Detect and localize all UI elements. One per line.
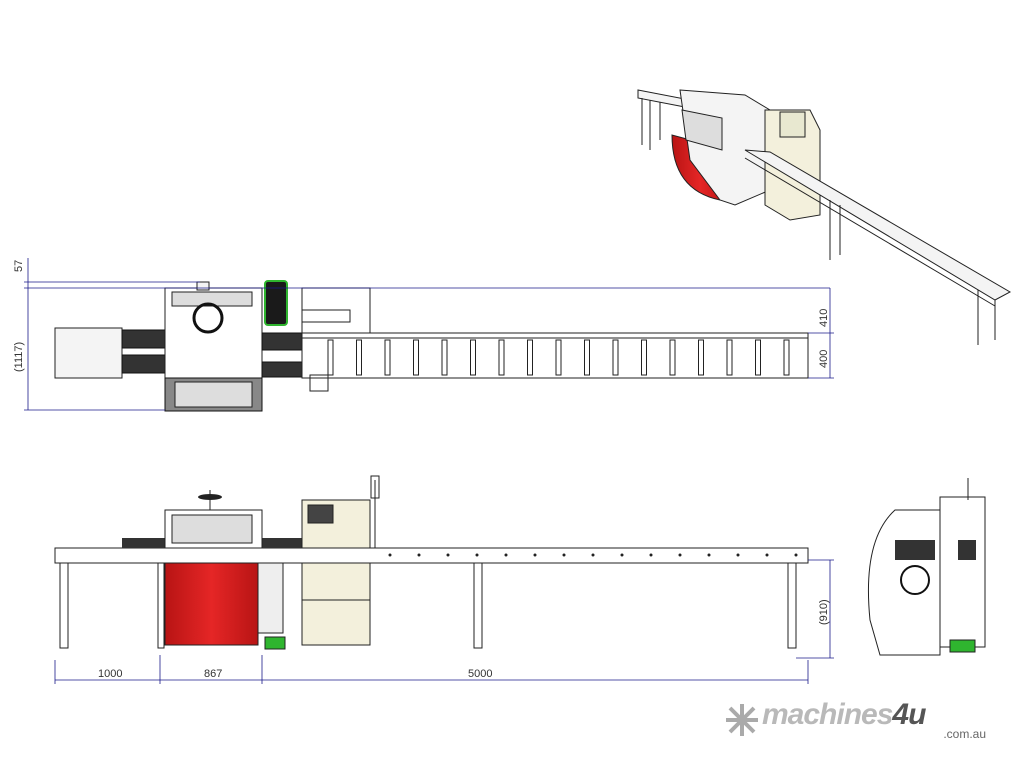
dim-upper-right: 410 xyxy=(818,309,830,327)
isometric-view xyxy=(637,89,1012,345)
roller xyxy=(470,339,476,376)
front-view-dimensions: 1000 867 5000 (910) xyxy=(54,559,834,684)
roller-mark xyxy=(446,553,450,557)
machines4u-logo: machines4u .com.au xyxy=(722,698,992,745)
side-view xyxy=(867,478,986,656)
dim-lower-right: 400 xyxy=(818,350,830,368)
roller xyxy=(498,339,505,376)
roller-mark xyxy=(533,553,537,557)
roller-mark xyxy=(475,553,479,557)
roller-mark xyxy=(765,553,769,557)
dim-overall-width: (1117) xyxy=(13,342,25,372)
roller xyxy=(612,339,619,376)
dim-machine: 867 xyxy=(204,668,222,680)
roller xyxy=(726,339,733,376)
roller xyxy=(783,339,790,376)
dim-infeed: 1000 xyxy=(98,668,122,680)
roller xyxy=(356,339,362,376)
roller-mark xyxy=(707,553,711,557)
top-view-dimensions: 57 (1117) 410 400 xyxy=(13,258,834,411)
dim-outfeed: 5000 xyxy=(468,668,492,680)
logo-brand: machines xyxy=(762,698,893,731)
conveyor-roller-marks xyxy=(388,553,798,557)
roller-mark xyxy=(388,553,392,557)
roller-mark xyxy=(591,553,595,557)
roller xyxy=(441,339,448,376)
dim-height: (910) xyxy=(818,599,830,625)
roller xyxy=(698,339,704,376)
roller xyxy=(755,339,761,376)
snowflake-icon xyxy=(726,704,758,736)
front-view xyxy=(54,475,809,650)
roller xyxy=(584,339,590,376)
dim-overhang: 57 xyxy=(13,260,25,272)
roller-mark xyxy=(417,553,421,557)
roller xyxy=(384,339,391,376)
logo-domain: .com.au xyxy=(943,727,986,741)
roller xyxy=(641,339,647,376)
logo-brand-num: 4u xyxy=(892,698,926,731)
roller xyxy=(413,339,419,376)
top-view xyxy=(54,280,809,412)
roller-mark xyxy=(736,553,740,557)
roller-mark xyxy=(504,553,508,557)
roller-mark xyxy=(678,553,682,557)
roller-mark xyxy=(620,553,624,557)
conveyor-rollers xyxy=(327,339,790,376)
roller xyxy=(555,339,562,376)
roller-mark xyxy=(649,553,653,557)
roller xyxy=(327,339,334,376)
roller xyxy=(669,339,676,376)
roller xyxy=(527,339,533,376)
roller-mark xyxy=(794,553,798,557)
roller-mark xyxy=(562,553,566,557)
